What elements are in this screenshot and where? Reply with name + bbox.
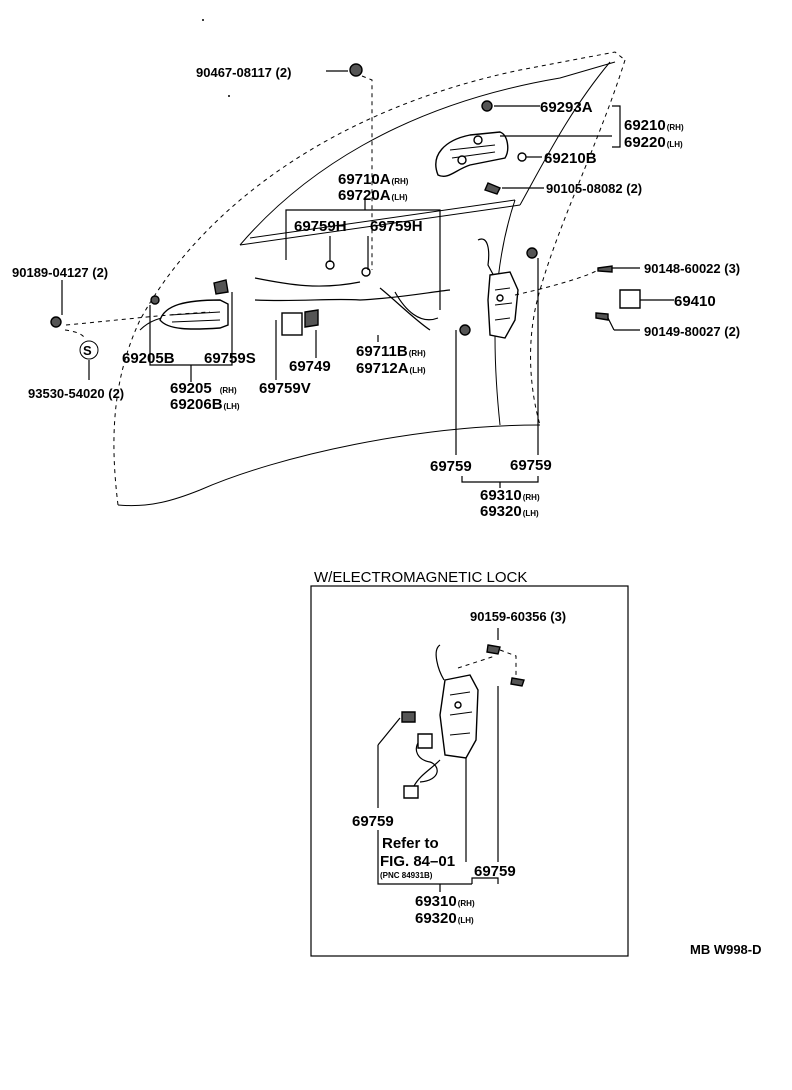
- lock-knob-parts: [281, 309, 319, 336]
- label-69759-lower-right: 69759: [510, 457, 552, 474]
- inset-refer-pnc: (PNC 84931B): [380, 871, 433, 880]
- inset-refer-figure: FIG. 84–01: [380, 853, 455, 870]
- inset-label-69759-right: 69759: [474, 863, 516, 880]
- label-69759s: 69759S: [204, 350, 256, 367]
- label-69410: 69410: [674, 293, 716, 310]
- inset-frame: [310, 585, 629, 957]
- label-90148-60022: 90148-60022 (3): [644, 261, 740, 276]
- label-69710a: 69710A(RH): [338, 171, 409, 188]
- label-69293a: 69293A: [540, 99, 593, 116]
- door-outline: [113, 51, 626, 507]
- label-69220: 69220(LH): [624, 134, 683, 151]
- label-69210: 69210(RH): [624, 117, 684, 134]
- label-90467-08117: 90467-08117 (2): [196, 65, 291, 80]
- diagram-code: MB W998-D: [690, 942, 762, 957]
- outside-handle-assembly: [435, 131, 509, 177]
- leader-lines: [61, 70, 674, 488]
- label-69759h-right: 69759H: [370, 218, 423, 235]
- label-69759-lower-left: 69759: [430, 458, 472, 475]
- label-69206b: 69206B(LH): [170, 396, 240, 413]
- label-69310: 69310(RH): [480, 487, 540, 504]
- label-69210b: 69210B: [544, 150, 597, 167]
- label-69759h-left: 69759H: [294, 218, 347, 235]
- inside-handle-assembly: [150, 279, 229, 330]
- inset-label-69759-left: 69759: [352, 813, 394, 830]
- inset-label-69320: 69320(LH): [415, 910, 474, 927]
- inset-label-90159-60356: 90159-60356 (3): [470, 609, 566, 624]
- label-69720a: 69720A(LH): [338, 187, 408, 204]
- label-69749: 69749: [289, 358, 331, 375]
- label-90149-80027: 90149-80027 (2): [644, 324, 740, 339]
- label-69712a: 69712A(LH): [356, 360, 426, 377]
- inset-refer-to: Refer to: [382, 835, 439, 852]
- inset-label-69310: 69310(RH): [415, 893, 475, 910]
- label-69205b: 69205B: [122, 350, 175, 367]
- electromagnetic-lock-inset: W/ELECTROMAGNETIC LOCK 90159-60356 (3) 6…: [310, 569, 629, 957]
- fastener-parts: S: [50, 63, 613, 360]
- label-69320: 69320(LH): [480, 503, 539, 520]
- part-labels: 90467-08117 (2) 69293A 69210(RH) 69220(L…: [12, 65, 740, 520]
- service-clip-symbol: S: [83, 343, 92, 358]
- label-69759v: 69759V: [259, 380, 311, 397]
- label-90189-04127: 90189-04127 (2): [12, 265, 108, 280]
- label-93530-54020: 93530-54020 (2): [28, 386, 124, 401]
- label-90105-08082: 90105-08082 (2): [546, 181, 642, 196]
- label-69205: 69205(RH): [170, 380, 237, 397]
- inset-title: W/ELECTROMAGNETIC LOCK: [314, 569, 527, 586]
- lock-rods: [254, 260, 451, 331]
- door-lock-assembly: [477, 238, 641, 339]
- label-69711b: 69711B(RH): [356, 343, 426, 360]
